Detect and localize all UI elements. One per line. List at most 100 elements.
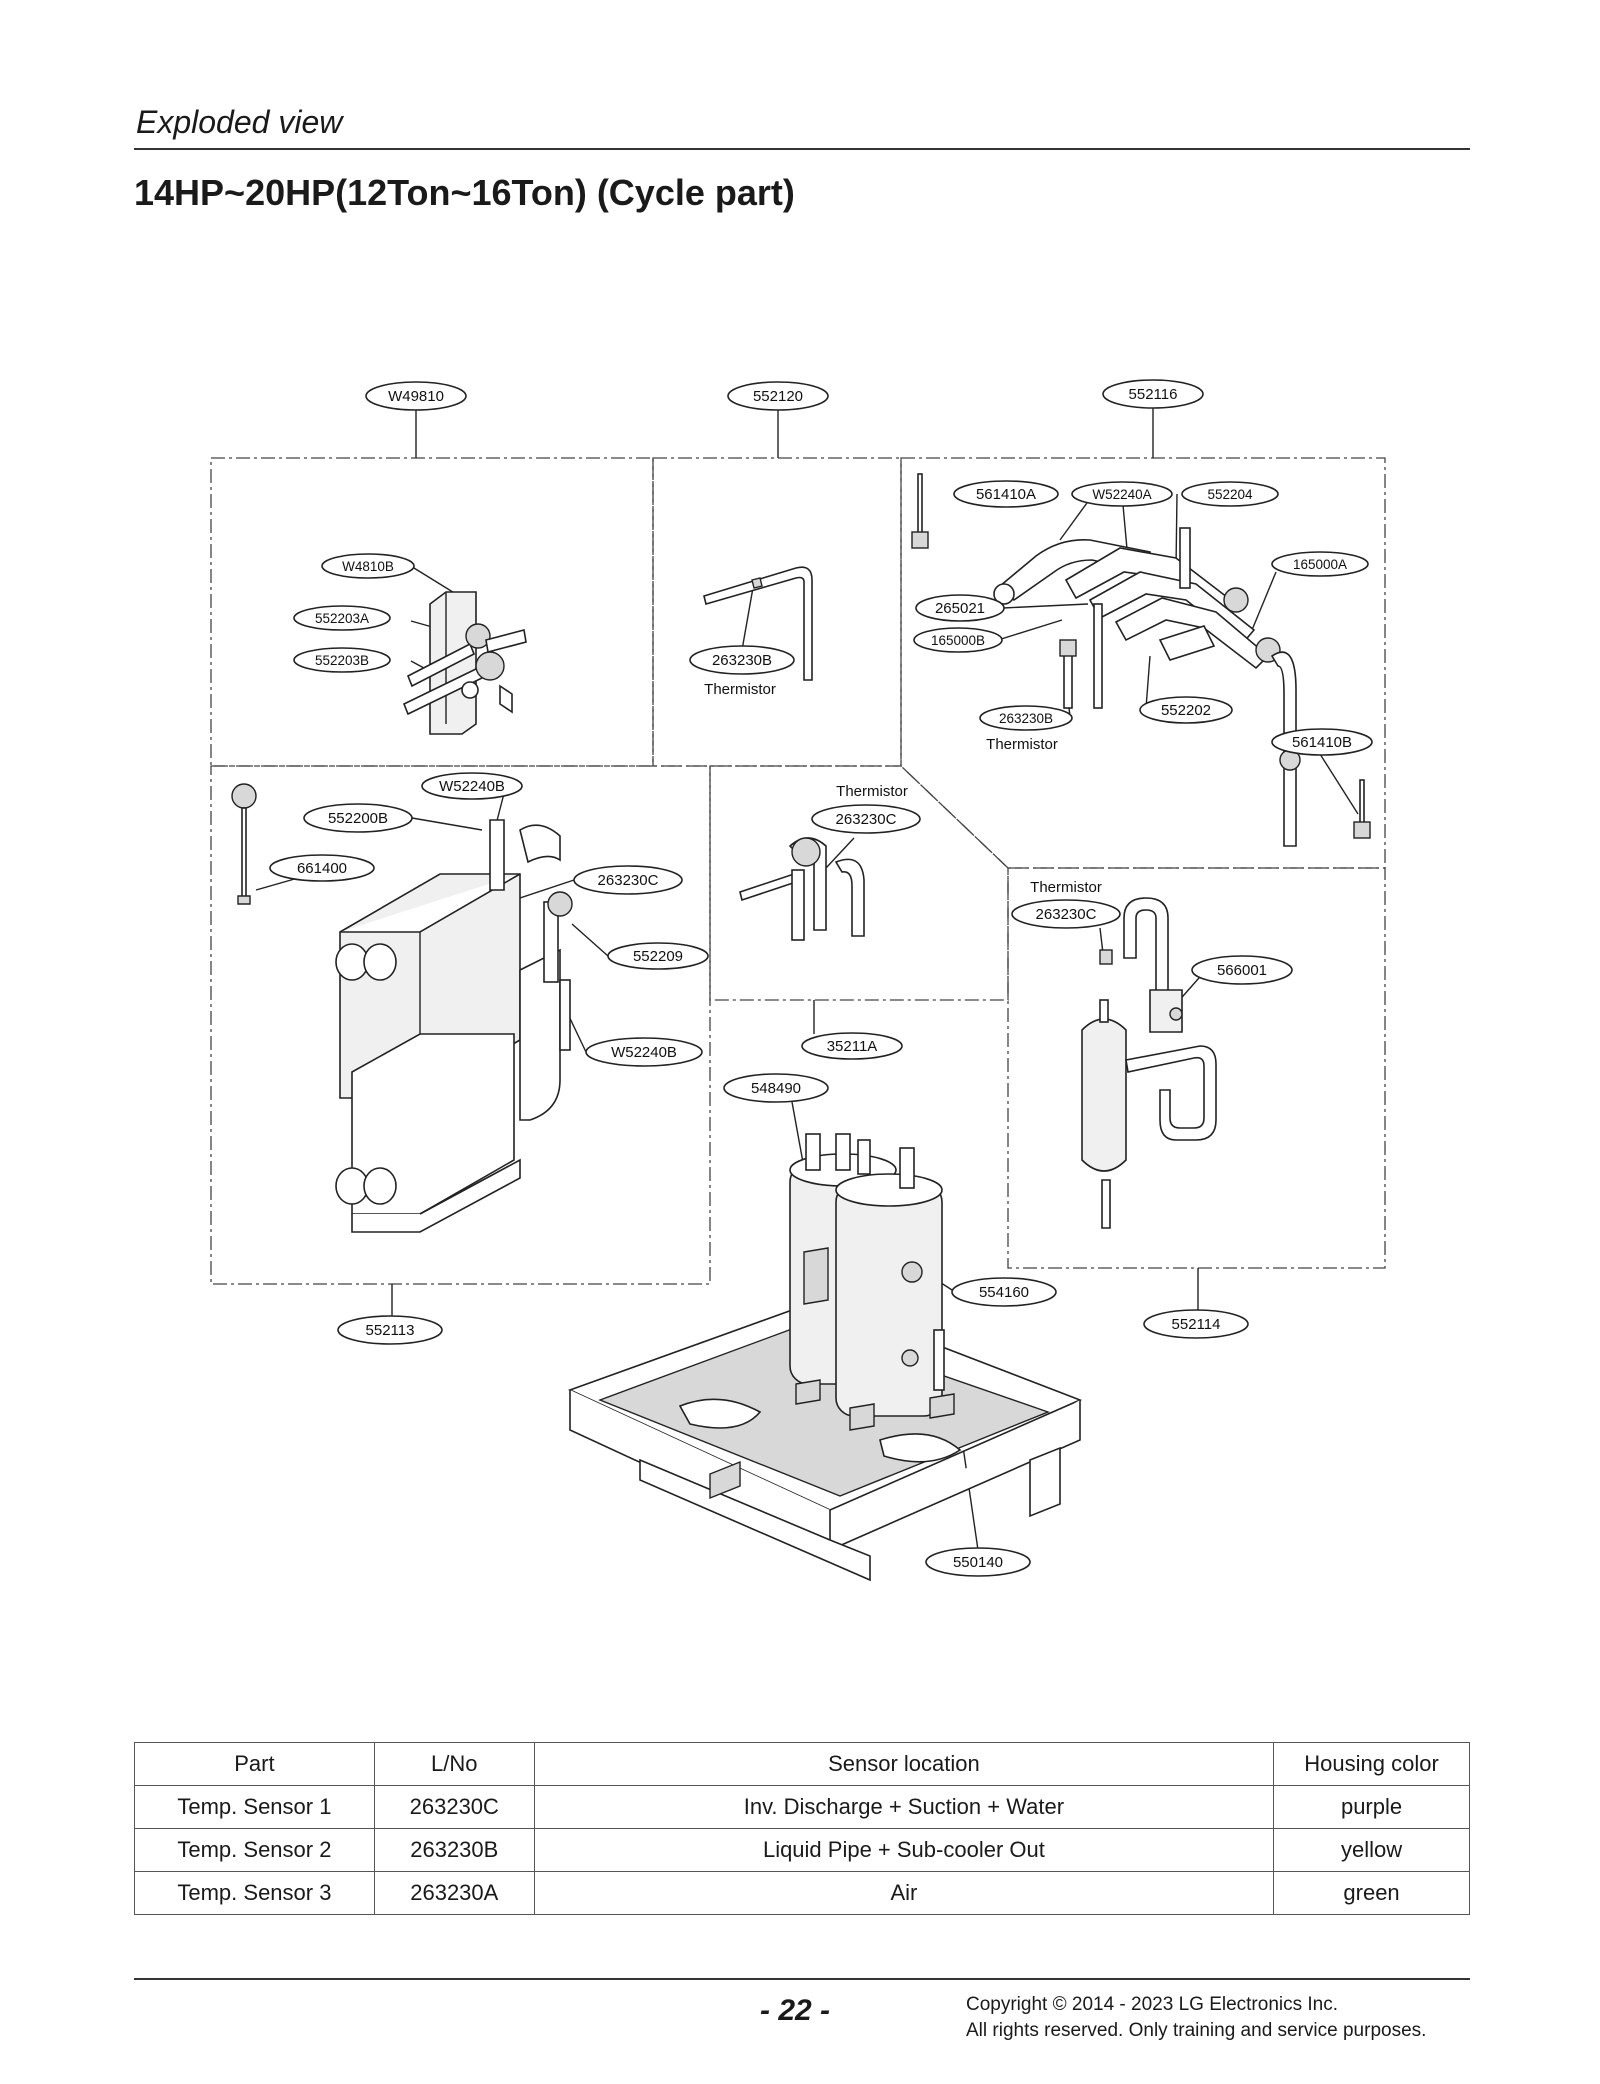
- svg-text:548490: 548490: [751, 1080, 801, 1097]
- table-cell: 263230A: [373, 1871, 535, 1915]
- table-cell: Temp. Sensor 2: [134, 1828, 375, 1872]
- svg-text:35211A: 35211A: [827, 1038, 878, 1055]
- callout-552113: 552113: [337, 1315, 443, 1345]
- callout-w49810: W49810: [365, 381, 467, 411]
- table-cell: yellow: [1273, 1828, 1470, 1872]
- svg-text:165000A: 165000A: [1293, 557, 1347, 572]
- svg-text:552120: 552120: [753, 388, 803, 405]
- svg-text:552203B: 552203B: [315, 653, 369, 668]
- table-cell: Liquid Pipe + Sub-cooler Out: [533, 1828, 1275, 1872]
- callout-165000b: 165000B: [913, 627, 1003, 653]
- svg-text:552116: 552116: [1129, 386, 1178, 403]
- callout-263230b-thermistor: 263230B Thermistor: [689, 645, 795, 698]
- valve-assembly-part: [402, 591, 527, 735]
- svg-text:661400: 661400: [297, 860, 347, 877]
- table-cell: Inv. Discharge + Suction + Water: [533, 1785, 1275, 1829]
- svg-text:550140: 550140: [953, 1554, 1003, 1571]
- callout-263230c-thermistor: Thermistor 263230C: [811, 783, 921, 834]
- pipe-assembly-part: [911, 473, 1371, 847]
- callout-552203a: 552203A: [293, 605, 391, 631]
- leader-lines: [255, 408, 1359, 1551]
- svg-text:263230B: 263230B: [999, 711, 1053, 726]
- svg-text:552209: 552209: [633, 948, 683, 965]
- callout-552202: 552202: [1139, 696, 1233, 724]
- table-cell: Temp. Sensor 1: [134, 1785, 375, 1829]
- svg-text:552200B: 552200B: [328, 810, 388, 827]
- svg-text:552113: 552113: [366, 1322, 415, 1339]
- svg-text:W49810: W49810: [388, 388, 444, 405]
- callout-165000a: 165000A: [1271, 551, 1369, 577]
- table-cell: 263230B: [373, 1828, 535, 1872]
- callout-552120: 552120: [727, 381, 829, 411]
- callout-265021: 265021: [915, 594, 1005, 622]
- callout-552200b: 552200B: [303, 803, 413, 833]
- svg-text:Thermistor: Thermistor: [704, 681, 776, 698]
- svg-text:263230C: 263230C: [598, 872, 659, 889]
- svg-text:W52240A: W52240A: [1092, 487, 1151, 502]
- callout-548490: 548490: [723, 1073, 829, 1103]
- svg-text:263230C: 263230C: [836, 811, 897, 828]
- header-rule: [134, 148, 1470, 150]
- sensor-table: Part L/No Sensor location Housing color …: [134, 1742, 1470, 1915]
- callout-561410b: 561410B: [1271, 728, 1373, 756]
- callout-552204: 552204: [1181, 481, 1279, 507]
- table-cell: purple: [1273, 1785, 1470, 1829]
- callout-w52240b-top: W52240B: [421, 772, 523, 800]
- table-header-cell: Part: [134, 1742, 375, 1786]
- compressor-and-base-part: [567, 1133, 1083, 1582]
- svg-text:Thermistor: Thermistor: [836, 783, 908, 800]
- svg-text:W52240B: W52240B: [439, 778, 505, 795]
- group-boundaries: [210, 457, 1386, 1285]
- heat-exchanger-part: [231, 783, 573, 1233]
- copyright-line-2: All rights reserved. Only training and s…: [966, 2020, 1427, 2041]
- table-header-row: Part L/No Sensor location Housing color: [134, 1742, 1470, 1786]
- svg-text:263230B: 263230B: [712, 652, 772, 669]
- callout-552116: 552116: [1102, 379, 1204, 409]
- svg-text:552202: 552202: [1161, 702, 1211, 719]
- callout-561410a: 561410A: [953, 480, 1059, 508]
- svg-text:552203A: 552203A: [315, 611, 369, 626]
- table-cell: Temp. Sensor 3: [134, 1871, 375, 1915]
- callout-550140: 550140: [925, 1547, 1031, 1577]
- svg-text:165000B: 165000B: [931, 633, 985, 648]
- table-header-cell: Sensor location: [533, 1742, 1275, 1786]
- table-row: Temp. Sensor 1 263230C Inv. Discharge + …: [134, 1785, 1470, 1829]
- callout-566001: 566001: [1191, 955, 1293, 985]
- page-number: - 22 -: [760, 1994, 831, 2027]
- svg-text:W4810B: W4810B: [342, 559, 394, 574]
- callout-w52240b-bottom: W52240B: [585, 1037, 703, 1067]
- svg-text:Thermistor: Thermistor: [1030, 879, 1102, 896]
- table-header-cell: L/No: [373, 1742, 535, 1786]
- table-cell: 263230C: [373, 1785, 535, 1829]
- svg-text:554160: 554160: [979, 1284, 1029, 1301]
- svg-text:566001: 566001: [1217, 962, 1267, 979]
- callout-552209: 552209: [607, 942, 709, 970]
- accumulator-part: [1081, 897, 1217, 1229]
- table-header-cell: Housing color: [1273, 1742, 1470, 1786]
- callout-552203b: 552203B: [293, 647, 391, 673]
- table-row: Temp. Sensor 2 263230B Liquid Pipe + Sub…: [134, 1828, 1470, 1872]
- thermistor-pipe-part: [703, 566, 813, 681]
- callout-552114: 552114: [1143, 1309, 1249, 1339]
- small-pipe-set-part: [739, 837, 865, 941]
- footer-rule: [134, 1978, 1470, 1980]
- svg-text:265021: 265021: [935, 600, 985, 617]
- exploded-view-diagram: .box { fill:none; stroke:#444; stroke-wi…: [210, 379, 1386, 1582]
- section-label: Exploded view: [136, 104, 343, 140]
- svg-text:561410B: 561410B: [1292, 734, 1352, 751]
- svg-text:W52240B: W52240B: [611, 1044, 677, 1061]
- callout-661400: 661400: [269, 854, 375, 882]
- callout-263230c: 263230C: [573, 865, 683, 895]
- svg-text:561410A: 561410A: [976, 486, 1036, 503]
- callout-35211a: 35211A: [801, 1032, 903, 1060]
- callouts: W49810 552120 552116 W4810B 552203A 5522…: [269, 379, 1373, 1577]
- callout-554160: 554160: [951, 1277, 1057, 1307]
- table-cell: green: [1273, 1871, 1470, 1915]
- callout-w52240a: W52240A: [1071, 481, 1173, 507]
- copyright-line-1: Copyright © 2014 - 2023 LG Electronics I…: [966, 1994, 1339, 2015]
- table-row: Temp. Sensor 3 263230A Air green: [134, 1871, 1470, 1915]
- page-title: 14HP~20HP(12Ton~16Ton) (Cycle part): [134, 172, 795, 213]
- svg-text:Thermistor: Thermistor: [986, 736, 1058, 753]
- svg-text:552204: 552204: [1207, 487, 1253, 502]
